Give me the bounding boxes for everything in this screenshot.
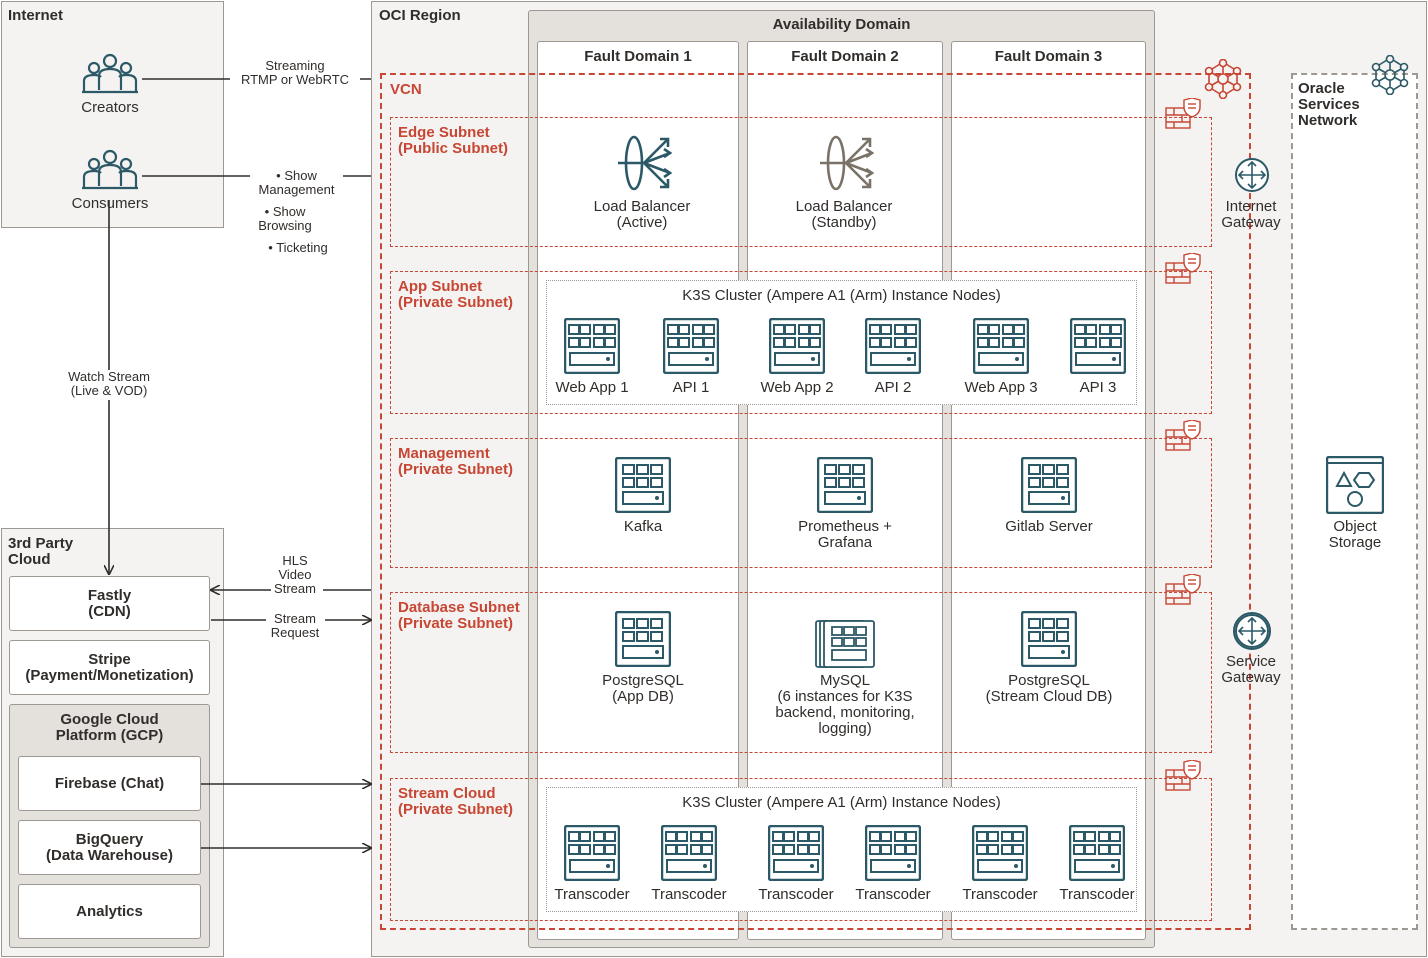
gitlab-server-label: Gitlab Server bbox=[1005, 518, 1093, 535]
watch-stream-edge-label: Watch Stream (Live & VOD) bbox=[68, 369, 150, 398]
management-subnet-label: Management (Private Subnet) bbox=[398, 445, 514, 478]
transcoder-1-label: Transcoder bbox=[554, 886, 630, 903]
fault-domain-1-title: Fault Domain 1 bbox=[584, 48, 692, 65]
oracle-services-network-icon bbox=[1371, 55, 1409, 95]
postgresql-stream-db-label: PostgreSQL (Stream Cloud DB) bbox=[985, 672, 1113, 705]
stripe-box[interactable]: Stripe (Payment/Monetization) bbox=[9, 640, 210, 695]
kafka-label: Kafka bbox=[623, 518, 663, 535]
k3s-cluster-app bbox=[546, 280, 1137, 405]
fault-domain-2-title: Fault Domain 2 bbox=[791, 48, 899, 65]
firebase-box[interactable]: Firebase (Chat) bbox=[18, 756, 201, 811]
show-browsing-edge-label: • Show Browsing bbox=[258, 204, 312, 233]
bigquery-box[interactable]: BigQuery (Data Warehouse) bbox=[18, 820, 201, 875]
oracle-services-network bbox=[1291, 73, 1418, 930]
stream-cloud-subnet bbox=[390, 778, 1212, 921]
stream-request-edge-label: Stream Request bbox=[270, 611, 320, 640]
database-subnet-label: Database Subnet (Private Subnet) bbox=[398, 599, 520, 632]
prometheus-grafana-label: Prometheus + Grafana bbox=[798, 518, 892, 551]
show-browsing-text: Show Browsing bbox=[258, 204, 312, 233]
web-app-2-label: Web App 2 bbox=[760, 379, 834, 396]
web-app-1-label: Web App 1 bbox=[555, 379, 629, 396]
internet-panel bbox=[1, 1, 224, 228]
availability-domain-title: Availability Domain bbox=[772, 16, 911, 33]
edge-subnet bbox=[390, 117, 1212, 247]
stream-cloud-subnet-label: Stream Cloud (Private Subnet) bbox=[398, 785, 514, 818]
internet-title: Internet bbox=[8, 7, 64, 24]
service-gateway-label: Service Gateway bbox=[1221, 653, 1281, 686]
ticketing-text: Ticketing bbox=[276, 240, 328, 255]
fastly-cdn-box[interactable]: Fastly (CDN) bbox=[9, 576, 210, 631]
ticketing-edge-label: • Ticketing bbox=[268, 240, 328, 255]
gcp-title: Google Cloud Platform (GCP) bbox=[55, 711, 164, 744]
creators-label: Creators bbox=[81, 99, 139, 116]
show-management-edge-label: • Show Management bbox=[250, 169, 343, 197]
fault-domain-3-title: Fault Domain 3 bbox=[994, 48, 1103, 65]
database-subnet bbox=[390, 592, 1212, 753]
transcoder-4-label: Transcoder bbox=[855, 886, 931, 903]
vcn-boundary bbox=[380, 73, 1251, 930]
api-2-label: API 2 bbox=[874, 379, 912, 396]
web-app-3-label: Web App 3 bbox=[964, 379, 1038, 396]
hls-video-stream-edge-label: HLS Video Stream bbox=[274, 553, 316, 596]
k3s-cluster-stream bbox=[546, 787, 1137, 912]
consumers-label: Consumers bbox=[71, 195, 149, 212]
edge-subnet-label: Edge Subnet (Public Subnet) bbox=[398, 124, 508, 157]
app-subnet-label: App Subnet (Private Subnet) bbox=[398, 278, 514, 311]
api-3-label: API 3 bbox=[1079, 379, 1117, 396]
object-storage-label: Object Storage bbox=[1328, 518, 1382, 551]
transcoder-3-label: Transcoder bbox=[758, 886, 834, 903]
third-party-title: 3rd Party Cloud bbox=[8, 535, 74, 568]
internet-gateway-label: Internet Gateway bbox=[1221, 198, 1281, 231]
transcoder-5-label: Transcoder bbox=[962, 886, 1038, 903]
app-subnet bbox=[390, 271, 1212, 414]
service-gateway-icon bbox=[1233, 612, 1271, 650]
oracle-services-network-title: Oracle Services Network bbox=[1298, 80, 1360, 129]
oci-region-title: OCI Region bbox=[379, 7, 461, 24]
load-balancer-active-label: Load Balancer (Active) bbox=[593, 198, 691, 231]
management-subnet bbox=[390, 438, 1212, 568]
vcn-title: VCN bbox=[390, 81, 422, 98]
analytics-box[interactable]: Analytics bbox=[18, 884, 201, 939]
mysql-instances-icon bbox=[815, 620, 875, 668]
mysql-label: MySQL (6 instances for K3S backend, moni… bbox=[775, 672, 915, 737]
k3s-cluster-app-title: K3S Cluster (Ampere A1 (Arm) Instance No… bbox=[682, 287, 1001, 304]
streaming-edge-label: Streaming RTMP or WebRTC bbox=[230, 59, 360, 87]
api-1-label: API 1 bbox=[672, 379, 710, 396]
transcoder-6-label: Transcoder bbox=[1059, 886, 1135, 903]
load-balancer-standby-label: Load Balancer (Standby) bbox=[795, 198, 893, 231]
postgresql-app-db-label: PostgreSQL (App DB) bbox=[602, 672, 684, 705]
k3s-cluster-stream-title: K3S Cluster (Ampere A1 (Arm) Instance No… bbox=[682, 794, 1001, 811]
show-management-text: Show Management bbox=[258, 168, 335, 197]
object-storage-icon bbox=[1326, 456, 1384, 514]
transcoder-2-label: Transcoder bbox=[651, 886, 727, 903]
